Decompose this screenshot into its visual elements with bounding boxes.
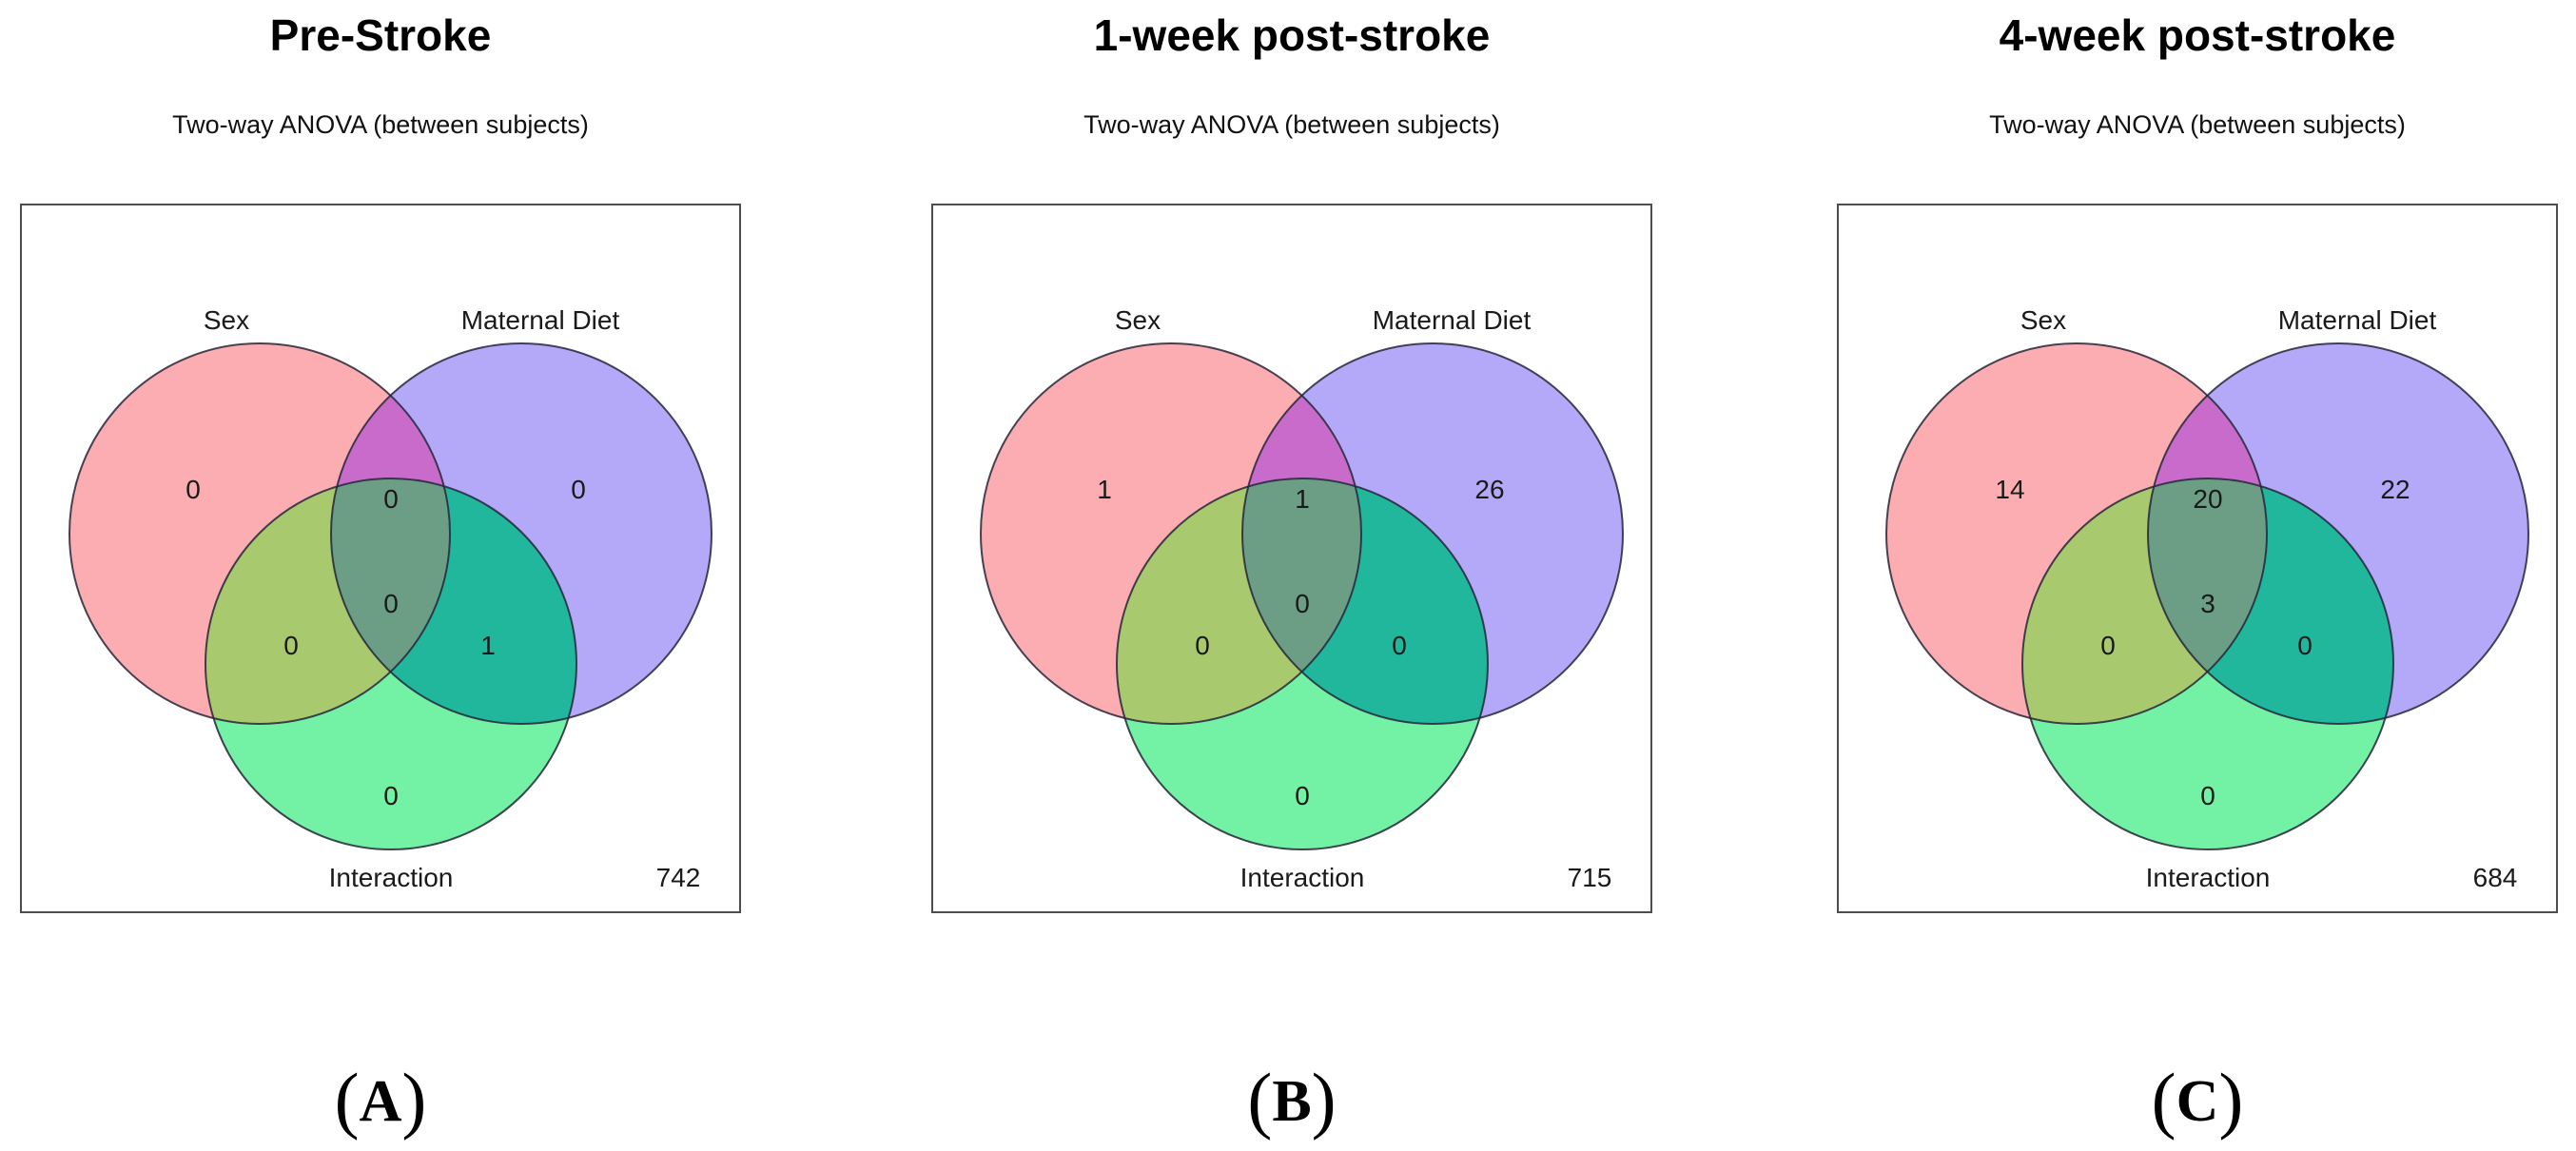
panel-4-week-post-stroke: 4-week post-stroke Two-way ANOVA (betwee… bbox=[1837, 0, 2558, 1145]
count-maternal-interaction: 0 bbox=[1392, 631, 1407, 660]
close-paren: ) bbox=[1311, 1058, 1337, 1141]
count-interaction-only: 0 bbox=[1295, 781, 1310, 810]
sex-circle-outline bbox=[980, 342, 1362, 725]
panel-title: 4-week post-stroke bbox=[1999, 10, 2396, 60]
interaction-circle-outline bbox=[1116, 478, 1489, 850]
close-paren: ) bbox=[401, 1058, 427, 1141]
venn-diagram: Sex Maternal Diet 0 0 0 0 0 1 0 Interact… bbox=[68, 305, 712, 892]
count-sex-only: 1 bbox=[1097, 475, 1112, 504]
sex-set-label: Sex bbox=[2020, 305, 2066, 335]
panel-title: 1-week post-stroke bbox=[1093, 10, 1491, 60]
maternal-diet-set-label: Maternal Diet bbox=[1373, 305, 1532, 335]
panel-subtitle: Two-way ANOVA (between subjects) bbox=[172, 110, 589, 139]
maternal-diet-circle-outline bbox=[1241, 342, 1624, 725]
sex-set-label: Sex bbox=[1115, 305, 1161, 335]
panel-letter-text: C bbox=[2176, 1069, 2219, 1134]
open-paren: ( bbox=[1247, 1058, 1273, 1141]
count-sex-maternal: 0 bbox=[383, 484, 399, 514]
count-maternal-only: 26 bbox=[1474, 475, 1504, 504]
venn-diagram: Sex Maternal Diet 14 22 20 3 0 0 0 Inter… bbox=[1885, 305, 2529, 892]
maternal-diet-set-label: Maternal Diet bbox=[461, 305, 620, 335]
interaction-set-label: Interaction bbox=[1240, 863, 1365, 892]
count-sex-only: 0 bbox=[185, 475, 201, 504]
panel-subtitle: Two-way ANOVA (between subjects) bbox=[1083, 110, 1500, 139]
panel-subtitle: Two-way ANOVA (between subjects) bbox=[1989, 110, 2406, 139]
venn-frame: Sex Maternal Diet 0 0 0 0 0 1 0 Interact… bbox=[20, 204, 741, 913]
count-outside: 715 bbox=[1568, 863, 1612, 892]
count-maternal-only: 22 bbox=[2380, 475, 2410, 504]
open-paren: ( bbox=[334, 1058, 360, 1141]
interaction-circle-outline bbox=[205, 478, 577, 850]
count-sex-maternal: 1 bbox=[1295, 484, 1310, 514]
count-triple: 3 bbox=[2200, 589, 2215, 618]
count-maternal-interaction: 0 bbox=[2297, 631, 2313, 660]
venn-frame: Sex Maternal Diet 14 22 20 3 0 0 0 Inter… bbox=[1837, 204, 2558, 913]
interaction-set-label: Interaction bbox=[2146, 863, 2271, 892]
panel-pre-stroke: Pre-Stroke Two-way ANOVA (between subjec… bbox=[20, 0, 741, 1145]
maternal-diet-set-label: Maternal Diet bbox=[2278, 305, 2437, 335]
panel-letter-text: B bbox=[1272, 1069, 1312, 1134]
count-sex-interaction: 0 bbox=[283, 631, 299, 660]
sex-circle-outline bbox=[1885, 342, 2268, 725]
count-outside: 742 bbox=[656, 863, 701, 892]
count-sex-maternal: 20 bbox=[2193, 484, 2222, 514]
interaction-set-label: Interaction bbox=[329, 863, 454, 892]
interaction-circle-outline bbox=[2021, 478, 2394, 850]
count-sex-only: 14 bbox=[1995, 475, 2024, 504]
triple-overlap-region bbox=[331, 478, 450, 724]
count-sex-interaction: 0 bbox=[2100, 631, 2116, 660]
count-maternal-only: 0 bbox=[571, 475, 586, 504]
maternal-diet-circle-outline bbox=[2147, 342, 2529, 725]
panel-letter-text: A bbox=[359, 1069, 402, 1134]
panel-letter-a: (A) bbox=[335, 1056, 427, 1145]
count-interaction-only: 0 bbox=[383, 781, 399, 810]
count-triple: 0 bbox=[383, 589, 399, 618]
triple-overlap-region bbox=[1242, 478, 1361, 724]
count-sex-interaction: 0 bbox=[1195, 631, 1210, 660]
sex-circle-outline bbox=[68, 342, 451, 725]
venn-diagram: Sex Maternal Diet 1 26 1 0 0 0 0 Interac… bbox=[980, 305, 1624, 892]
count-maternal-interaction: 1 bbox=[480, 631, 496, 660]
close-paren: ) bbox=[2218, 1058, 2244, 1141]
count-outside: 684 bbox=[2473, 863, 2518, 892]
panel-letter-c: (C) bbox=[2152, 1056, 2244, 1145]
venn-frame: Sex Maternal Diet 1 26 1 0 0 0 0 Interac… bbox=[931, 204, 1652, 913]
panel-1-week-post-stroke: 1-week post-stroke Two-way ANOVA (betwee… bbox=[931, 0, 1652, 1145]
triple-overlap-region bbox=[2148, 478, 2267, 724]
maternal-diet-circle-outline bbox=[330, 342, 712, 725]
open-paren: ( bbox=[2151, 1058, 2176, 1141]
panel-title: Pre-Stroke bbox=[269, 10, 492, 60]
panel-letter-b: (B) bbox=[1247, 1056, 1336, 1145]
sex-set-label: Sex bbox=[204, 305, 249, 335]
count-triple: 0 bbox=[1295, 589, 1310, 618]
count-interaction-only: 0 bbox=[2200, 781, 2215, 810]
